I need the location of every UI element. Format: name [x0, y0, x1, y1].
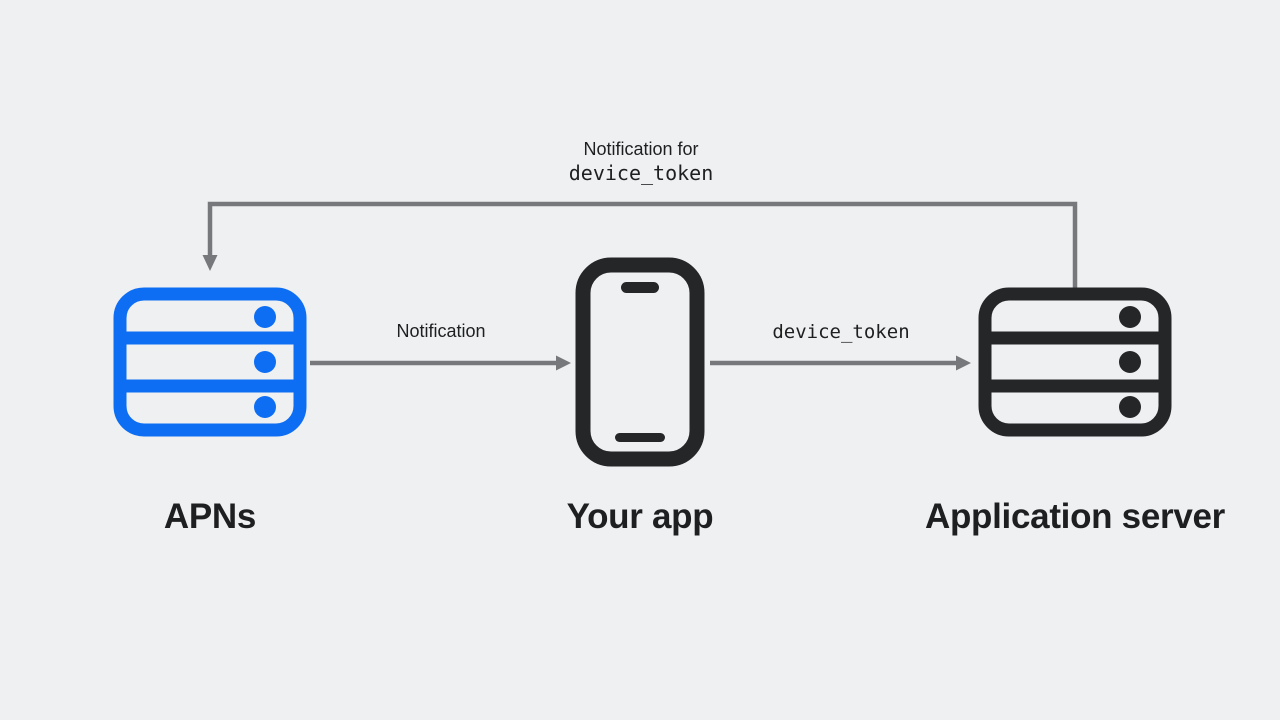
arrowhead-down-icon [202, 255, 218, 271]
edge-label-device-token: device_token [772, 321, 910, 343]
node-your-app [575, 257, 705, 467]
server-led-icon [1119, 306, 1141, 328]
arrowhead-right-icon [556, 355, 571, 371]
edge-label-loopback: Notification for device_token [466, 137, 816, 186]
server-led-icon [254, 306, 276, 328]
node-label-application-server: Application server [925, 497, 1225, 536]
arrowhead-right-icon [956, 355, 971, 371]
server-icon [978, 287, 1172, 437]
device-token-arrow [710, 355, 971, 371]
server-led-icon [1119, 351, 1141, 373]
phone-icon [575, 257, 705, 467]
node-application-server [978, 287, 1172, 437]
edge-label-notification: Notification [396, 321, 486, 341]
loopback-label-line1: Notification for [583, 139, 699, 159]
server-led-icon [254, 396, 276, 418]
node-label-your-app: Your app [566, 497, 714, 536]
server-led-icon [1119, 396, 1141, 418]
notification-arrow [310, 355, 571, 371]
node-apns [113, 287, 307, 437]
phone-notch-icon [621, 282, 659, 293]
phone-home-bar-icon [615, 433, 665, 442]
node-label-apns: APNs [163, 497, 257, 536]
loopback-label-line2: device_token [568, 161, 714, 185]
server-icon [113, 287, 307, 437]
server-led-icon [254, 351, 276, 373]
